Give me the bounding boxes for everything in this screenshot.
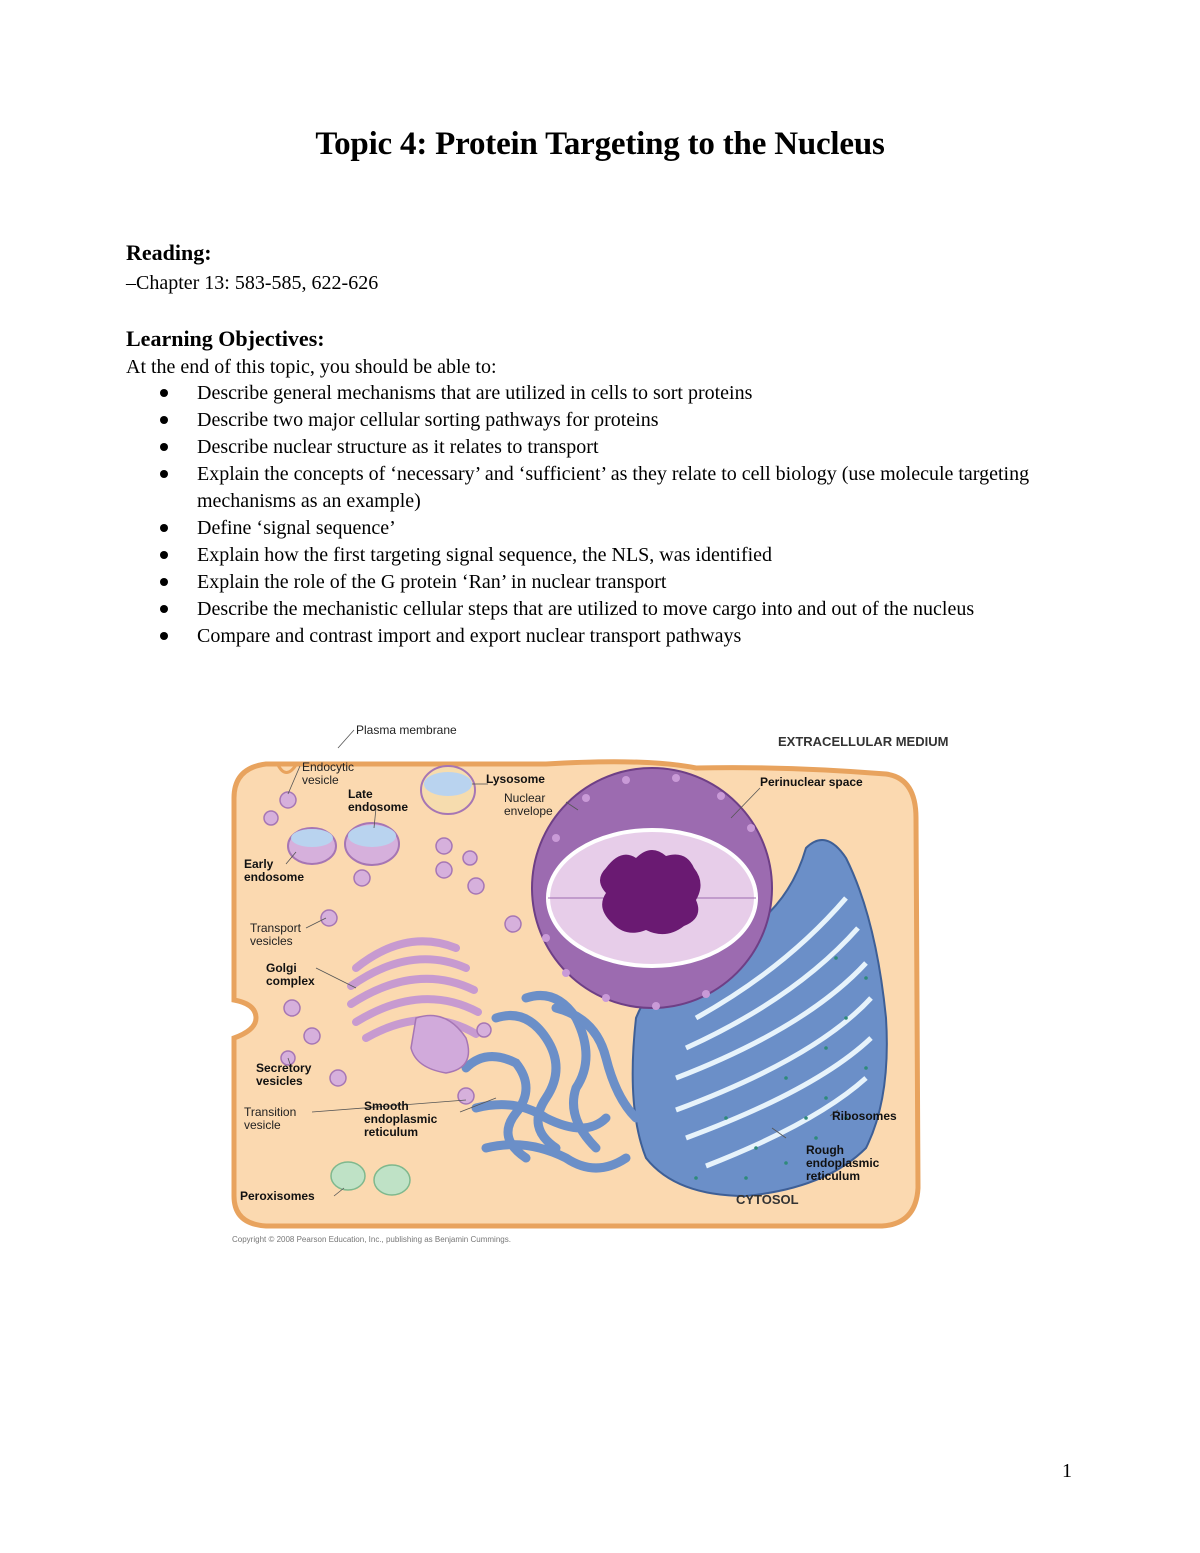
- nucleolus: [600, 849, 701, 935]
- label-extracellular-medium: EXTRACELLULAR MEDIUM: [778, 734, 948, 749]
- bullet-icon: [160, 416, 168, 424]
- page-number: 1: [1062, 1460, 1072, 1482]
- bullet-icon: [160, 443, 168, 451]
- peroxisomes: [330, 1161, 411, 1196]
- ribosome-dots: [694, 956, 868, 1180]
- objectives-list: Describe general mechanisms that are uti…: [158, 380, 1058, 650]
- label-cytosol: CYTOSOL: [736, 1192, 799, 1207]
- list-item: Define ‘signal sequence’: [158, 515, 1058, 542]
- vesicles: [263, 791, 522, 1105]
- smooth-er: [461, 991, 641, 1173]
- cell-diagram: Plasma membrane EXTRACELLULAR MEDIUM End…: [231, 723, 948, 1244]
- list-item: Describe nuclear structure as it relates…: [158, 434, 1058, 461]
- list-item: Compare and contrast import and export n…: [158, 623, 1058, 650]
- page-title: Topic 4: Protein Targeting to the Nucleu…: [315, 126, 885, 162]
- late-endosome: [344, 822, 400, 866]
- label-plasma-membrane: Plasma membrane: [356, 723, 457, 737]
- bullet-icon: [160, 605, 168, 613]
- reading-text: –Chapter 13: 583-585, 622-626: [126, 272, 379, 294]
- early-endosome: [287, 827, 337, 865]
- objectives-intro: At the end of this topic, you should be …: [126, 356, 497, 378]
- label-perinuclear-space: Perinuclear space: [760, 775, 863, 789]
- objectives-heading: Learning Objectives:: [126, 326, 325, 351]
- cell-diagram-figure: Plasma membrane EXTRACELLULAR MEDIUM End…: [226, 718, 986, 1250]
- bullet-icon: [160, 632, 168, 640]
- figure-copyright: Copyright © 2008 Pearson Education, Inc.…: [232, 1235, 511, 1244]
- label-lysosome: Lysosome: [486, 772, 545, 786]
- reading-heading: Reading:: [126, 240, 212, 265]
- label-ribosomes: Ribosomes: [832, 1109, 897, 1123]
- list-item: Describe the mechanistic cellular steps …: [158, 596, 1058, 623]
- bullet-icon: [160, 389, 168, 397]
- bullet-icon: [160, 578, 168, 586]
- list-item: Explain the concepts of ‘necessary’ and …: [158, 461, 1058, 515]
- nucleus: [531, 767, 773, 1010]
- list-item: Explain how the first targeting signal s…: [158, 542, 1058, 569]
- bullet-icon: [160, 524, 168, 532]
- bullet-icon: [160, 470, 168, 478]
- list-item: Explain the role of the G protein ‘Ran’ …: [158, 569, 1058, 596]
- lysosome: [420, 765, 476, 815]
- label-peroxisomes: Peroxisomes: [240, 1189, 315, 1203]
- list-item: Describe two major cellular sorting path…: [158, 407, 1058, 434]
- bullet-icon: [160, 551, 168, 559]
- list-item: Describe general mechanisms that are uti…: [158, 380, 1058, 407]
